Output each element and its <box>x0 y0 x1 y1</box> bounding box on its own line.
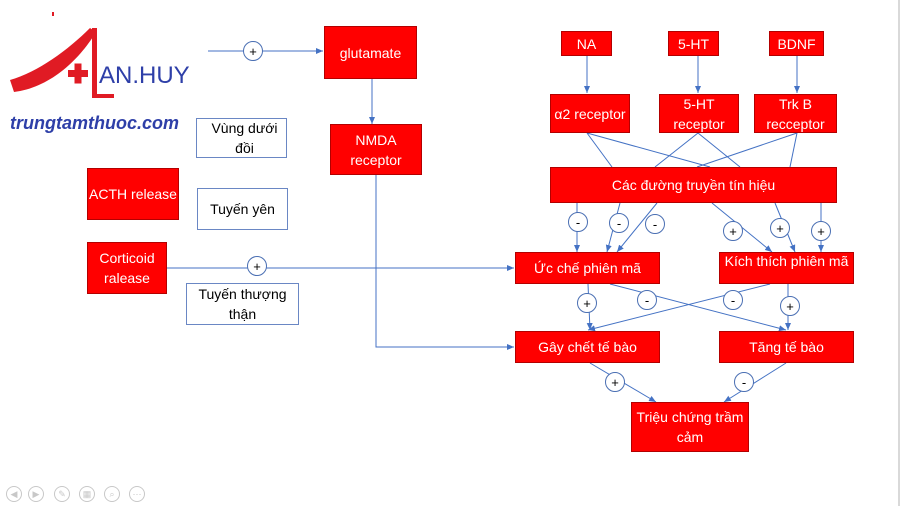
plus-sign-11: + <box>605 372 625 392</box>
node-na: NA <box>561 31 612 56</box>
plus-sign-5: + <box>770 218 790 238</box>
logo-site: trungtamthuoc.com <box>10 113 179 133</box>
minus-sign-9: - <box>723 290 743 310</box>
node-tuyen-yen: Tuyến yên <box>197 188 288 230</box>
minus-sign-12: - <box>734 372 754 392</box>
node-a2-receptor: α2 receptor <box>550 94 630 133</box>
zoom-icon[interactable]: ⌕ <box>104 486 120 502</box>
node-5ht-receptor: 5-HT receptor <box>659 94 739 133</box>
slide-edge <box>898 0 900 506</box>
node-glutamate: glutamate <box>324 26 417 79</box>
node-nmda: NMDA receptor <box>330 124 422 175</box>
minus-sign-1: - <box>568 212 588 232</box>
arrow-nmda-gaychet <box>375 170 514 350</box>
node-duong-truyen: Các đường truyền tín hiệu <box>550 167 837 203</box>
node-tuyen-thuong-than: Tuyến thượng thận <box>186 283 299 325</box>
more-icon[interactable]: ⋯ <box>129 486 145 502</box>
node-bdnf: BDNF <box>769 31 824 56</box>
plus-sign-7: + <box>577 293 597 313</box>
node-5ht: 5-HT <box>668 31 719 56</box>
plus-sign-glutamate: + <box>243 41 263 61</box>
node-trkb-receptor: Trk B recceptor <box>754 94 837 133</box>
logo-swoosh <box>10 12 114 98</box>
pen-icon[interactable]: ✎ <box>54 486 70 502</box>
node-corticoid: Corticoid ralease <box>87 242 167 294</box>
plus-sign-6: + <box>811 221 831 241</box>
node-vung-duoi-doi: Vùng dưới đồi <box>196 118 287 158</box>
node-uc-che: Ức chế phiên mã <box>515 252 660 284</box>
next-icon[interactable]: ▶ <box>28 486 44 502</box>
plus-sign-10: + <box>780 296 800 316</box>
node-kich-thich: Kích thích phiên mã <box>719 252 854 284</box>
plus-sign-4: + <box>723 221 743 241</box>
minus-sign-2: - <box>609 213 629 233</box>
prev-icon[interactable]: ◀ <box>6 486 22 502</box>
minus-sign-3: - <box>645 214 665 234</box>
slides-icon[interactable]: ▦ <box>79 486 95 502</box>
node-tang-te-bao: Tăng tế bào <box>719 331 854 363</box>
node-acth: ACTH release <box>87 168 179 220</box>
node-gay-chet: Gây chết tế bào <box>515 331 660 363</box>
plus-sign-corticoid: + <box>247 256 267 276</box>
minus-sign-8: - <box>637 290 657 310</box>
node-trieu-chung: Triệu chứng trầm cảm <box>631 402 749 452</box>
logo-brand: AN.HUY <box>99 62 190 89</box>
